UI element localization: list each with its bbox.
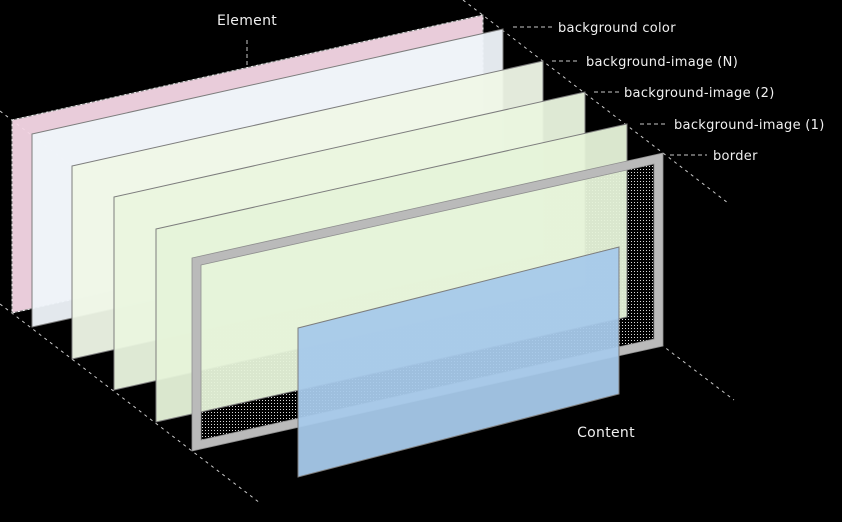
label-content: Content	[577, 425, 635, 441]
label-border: border	[713, 149, 758, 164]
label-element: Element	[217, 13, 277, 29]
content-layer	[297, 246, 620, 478]
label-background-image-n: background-image (N)	[586, 55, 738, 70]
label-background-image-1: background-image (1)	[674, 118, 825, 133]
background-image-1-layer	[155, 123, 628, 423]
label-background-color: background color	[558, 21, 676, 36]
label-background-image-2: background-image (2)	[624, 86, 775, 101]
